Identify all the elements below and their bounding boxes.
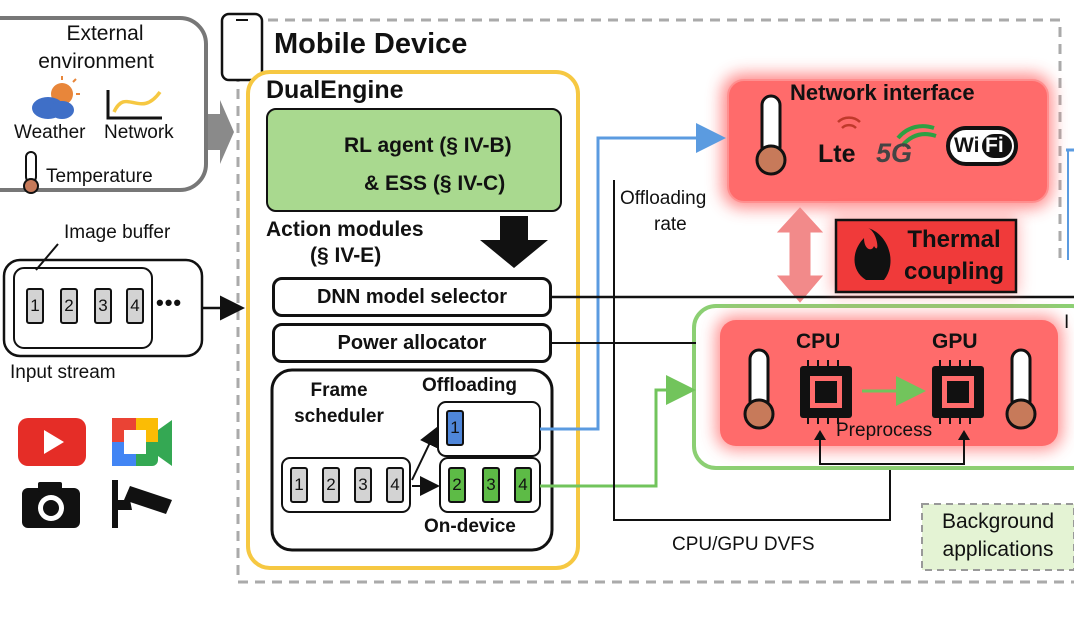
action-modules-line1: Action modules [266,218,424,241]
thermal-coupling-line2: coupling [904,258,1004,285]
wifi-fi-label: Fi [985,134,1004,157]
preprocess-label: Preprocess [836,420,933,441]
rl-agent-box [266,108,562,212]
edge-letter: I [1064,312,1070,333]
fiveg-label: 5G [876,138,913,168]
thermal-coupling-line1: Thermal [907,226,1001,253]
thermometer-icon [1005,348,1037,430]
background-apps-box [921,503,1074,571]
thermometer-icon [743,348,775,430]
buffer-frame: 3 [94,288,112,324]
queue-frame: 2 [322,467,340,503]
ondevice-path [540,375,696,488]
queue-frame: 1 [290,467,308,503]
thermometer-icon [23,151,39,194]
offloading-rate-line2: rate [654,214,687,235]
gpu-chip-icon [932,366,984,418]
power-allocator: Power allocator [272,323,552,363]
offload-frame: 1 [446,410,464,446]
mobile-device-border [236,38,1074,584]
background-apps-line1: Background [941,510,1055,533]
mobile-device-title: Mobile Device [274,28,468,60]
buffer-frame: 2 [60,288,78,324]
queue-frame: 3 [354,467,372,503]
temperature-label: Temperature [46,166,153,187]
rl-agent-line2: & ESS (§ IV-C) [364,172,506,195]
fiveg-icon [896,124,937,148]
weather-icon [32,76,80,119]
action-modules-line2: (§ IV-E) [310,244,382,267]
cpu-label: CPU [796,330,841,353]
wifi-wi-label: Wi [954,134,980,157]
ondevice-queue-label: On-device [424,516,516,537]
input-stream-label: Input stream [10,362,116,383]
dnn-model-selector: DNN model selector [272,277,552,317]
more-frames: ••• [156,290,183,315]
flame-icon [854,228,891,280]
cctv-icon [112,480,172,528]
external-title-line2: environment [38,50,154,73]
background-apps-line2: applications [942,538,1054,561]
buffer-frame: 4 [126,288,144,324]
rl-agent-line1: RL agent (§ IV-B) [344,134,512,157]
network-interface-title: Network interface [790,80,975,105]
dualengine-title: DualEngine [266,76,404,104]
ondevice-frame: 4 [514,467,532,503]
environment-arrow [208,100,234,164]
external-environment-box [0,16,208,192]
lte-label: Lte [818,140,856,168]
network-label: Network [104,122,174,143]
frame-scheduler-line2: scheduler [294,406,384,427]
meet-icon [112,418,172,466]
frame-scheduler-line1: Frame [310,380,368,401]
down-arrow [480,216,548,268]
lte-icon [837,116,861,129]
dvfs-line [552,342,891,521]
offloading-rate-line1: Offloading [620,188,707,209]
image-buffer-label: Image buffer [64,222,171,243]
image-buffer-box [13,267,153,349]
dvfs-label: CPU/GPU DVFS [672,534,815,555]
gpu-label: GPU [932,330,978,353]
cpu-chip-icon [800,366,852,418]
offloading-queue-label: Offloading [422,375,517,396]
thermal-coupling-arrow [776,207,824,303]
offload-path [540,123,726,431]
wifi-icon [946,126,1018,166]
network-chart-icon [106,90,162,120]
camera-icon [22,482,80,528]
queue-frame: 4 [386,467,404,503]
ondevice-frame: 3 [482,467,500,503]
buffer-frame: 1 [26,288,44,324]
youtube-icon [18,418,86,466]
external-title-line1: External [66,22,144,45]
thermometer-icon [755,94,787,176]
weather-label: Weather [14,122,86,143]
ondevice-frame: 2 [448,467,466,503]
phone-icon [220,12,264,82]
network-interface-box [727,79,1049,203]
